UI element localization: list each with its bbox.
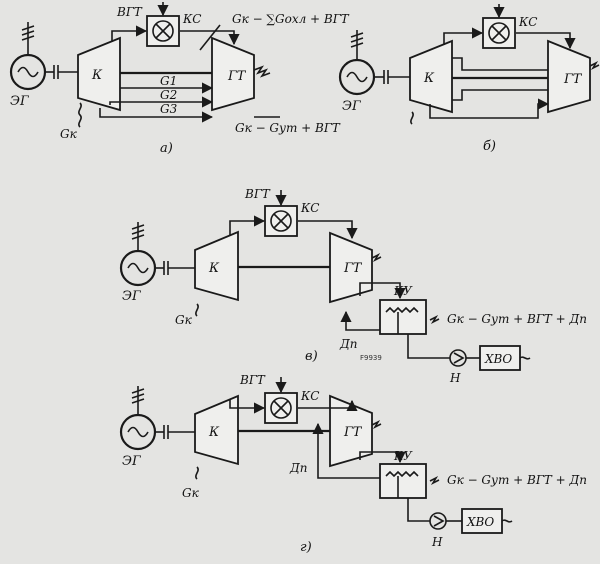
pump-label: Н xyxy=(431,535,443,549)
compressor-label: К xyxy=(91,68,103,83)
combustion-chamber-label: КС xyxy=(182,12,201,26)
air-inlet-label-a: Gк xyxy=(60,127,78,141)
compressor-shape xyxy=(194,230,239,302)
steam-label-v: Дп xyxy=(339,337,357,351)
turbine-label: ГТ xyxy=(563,72,583,87)
generator-label: ЭГ xyxy=(10,94,29,109)
generator-icon xyxy=(119,386,195,451)
compressor-label: К xyxy=(208,425,220,440)
fuel-label: BГТ xyxy=(239,373,266,387)
generator-icon xyxy=(338,30,410,96)
water-treatment-label: ХВО xyxy=(466,515,494,529)
fuel-label: BГТ xyxy=(116,5,143,19)
top-formula-a: Gк − ∑Gохл + BГТ xyxy=(232,12,350,26)
diagram-v: ЭГ К ГТ КС BГТ КУ Gк − Gут + BГТ + Дп xyxy=(119,187,587,385)
caption-v: в) xyxy=(305,349,318,364)
compressor-shape xyxy=(409,39,453,114)
generator-label: ЭГ xyxy=(122,289,141,304)
bottom-formula-a: Gк − Gут + BГТ xyxy=(235,121,341,135)
generator-icon xyxy=(119,222,195,287)
flow-g3: G3 xyxy=(160,102,178,116)
steam-label-g: Дп xyxy=(289,461,307,475)
combustion-chamber-label: КС xyxy=(300,389,319,403)
water-treatment-box xyxy=(461,508,503,534)
turbine-shape xyxy=(329,394,373,468)
air-inlet-label-g: Gк xyxy=(182,486,200,500)
recovery-boiler-label: КУ xyxy=(393,449,413,463)
combustion-chamber-icon xyxy=(146,15,180,47)
turbine-label: ГТ xyxy=(343,261,363,276)
turbine-label: ГТ xyxy=(343,425,363,440)
pump-icon xyxy=(429,512,447,530)
compressor-label: К xyxy=(423,71,435,86)
diagram-g: ЭГ К ГТ КС BГТ Дп КУ Gк − Gут + BГТ + Дп xyxy=(119,373,587,555)
fuel-label: BГТ xyxy=(244,187,271,201)
pump-label: Н xyxy=(449,371,461,385)
compressor-shape xyxy=(77,36,121,112)
turbine-label: ГТ xyxy=(227,69,247,84)
air-inlet-label-v: Gк xyxy=(175,313,193,327)
formula-v: Gк − Gут + BГТ + Дп xyxy=(447,312,587,326)
water-treatment-label: ХВО xyxy=(484,352,512,366)
flow-g2: G2 xyxy=(160,88,177,102)
diagram-a: ЭГ К ГТ КС BГТ G1 G2 G3 Gк − ∑Gохл + BГТ xyxy=(9,2,350,156)
combustion-chamber-icon xyxy=(482,17,516,49)
generator-label: ЭГ xyxy=(122,454,141,469)
combustion-chamber-icon xyxy=(264,392,298,424)
recovery-boiler-icon xyxy=(379,299,427,335)
caption-g: г) xyxy=(300,540,312,555)
caption-a: а) xyxy=(160,141,173,156)
combustion-chamber-label: КС xyxy=(300,201,319,215)
combustion-chamber-icon xyxy=(264,205,298,237)
turbine-shape xyxy=(547,39,591,114)
generator-label: ЭГ xyxy=(342,99,361,114)
compressor-label: К xyxy=(208,261,220,276)
recovery-boiler-icon xyxy=(379,463,427,499)
compressor-shape xyxy=(194,394,239,466)
formula-g: Gк − Gут + BГТ + Дп xyxy=(447,473,587,487)
combustion-chamber-label: КС xyxy=(518,15,537,29)
generator-icon xyxy=(9,22,78,91)
stamp: F9939 xyxy=(360,354,382,362)
caption-b: б) xyxy=(483,139,496,154)
turbine-shape xyxy=(329,231,373,304)
recovery-boiler-label: КУ xyxy=(393,284,413,298)
diagram-b: ЭГ К ГТ КС б) xyxy=(338,4,600,154)
pump-icon xyxy=(449,349,467,367)
flow-g1: G1 xyxy=(160,74,177,88)
